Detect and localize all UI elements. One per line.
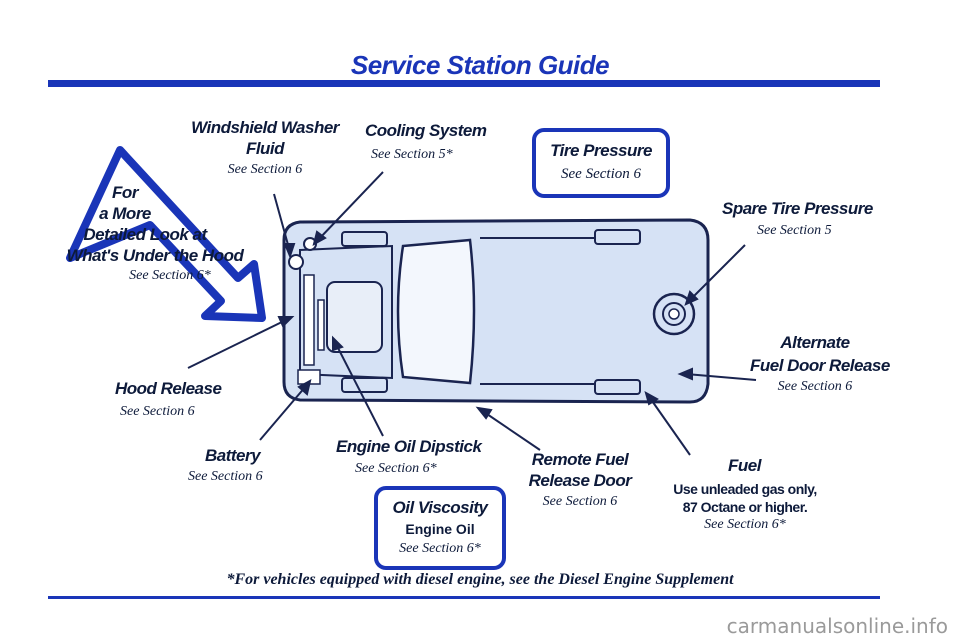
alt-fuel-section: See Section 6 (777, 379, 853, 394)
tire-pressure-label: Tire Pressure (550, 141, 652, 160)
fuel-line-2: 87 Octane or higher. (682, 499, 808, 515)
battery-section: See Section 6 (188, 469, 263, 484)
alt-fuel-label-1: Alternate (780, 333, 850, 352)
oil-viscosity-sub: Engine Oil (405, 521, 475, 537)
battery-label: Battery (205, 446, 261, 465)
fuel-section: See Section 6* (704, 517, 786, 532)
washer-label-2: Fluid (245, 139, 285, 158)
oil-viscosity-label: Oil Viscosity (392, 498, 488, 517)
washer-section: See Section 6 (227, 162, 303, 177)
fuel-line-1: Use unleaded gas only, (673, 481, 817, 497)
arrow-line-1: For (112, 183, 138, 202)
hood-arrow (66, 146, 266, 322)
arrow-line-4: What's Under the Hood (66, 246, 244, 265)
arrow-section: See Section 6* (129, 268, 211, 283)
cooling-section: See Section 5* (371, 147, 453, 162)
dipstick-section: See Section 6* (355, 461, 437, 476)
header-rule (48, 80, 880, 87)
remote-fuel-label-2: Release Door (528, 471, 632, 490)
footnote: *For vehicles equipped with diesel engin… (226, 571, 734, 588)
watermark: carmanualsonline.info (726, 614, 948, 638)
fuel-label: Fuel (728, 456, 761, 475)
tire-pressure-box (532, 128, 670, 198)
spare-tire-label: Spare Tire Pressure (722, 199, 873, 218)
arrow-line-2: a More (99, 204, 151, 223)
remote-fuel-label-1: Remote Fuel (531, 450, 629, 469)
footer-rule (48, 596, 880, 599)
spare-tire-section: See Section 5 (757, 223, 832, 238)
alt-fuel-label-2: Fuel Door Release (750, 356, 890, 375)
hood-release-section: See Section 6 (120, 404, 195, 419)
arrow-line-3: Detailed Look at (83, 225, 207, 244)
washer-label-1: Windshield Washer (191, 118, 339, 137)
oil-viscosity-box (374, 486, 506, 570)
page-title: Service Station Guide (350, 50, 610, 80)
oil-viscosity-section: See Section 6* (399, 541, 481, 556)
cooling-label: Cooling System (365, 121, 487, 140)
remote-fuel-section: See Section 6 (542, 494, 618, 509)
tire-pressure-section: See Section 6 (561, 166, 641, 182)
dipstick-label: Engine Oil Dipstick (336, 437, 482, 456)
vehicle-top-view (282, 218, 710, 404)
hood-release-label: Hood Release (115, 379, 222, 398)
leader-lines (187, 171, 757, 456)
